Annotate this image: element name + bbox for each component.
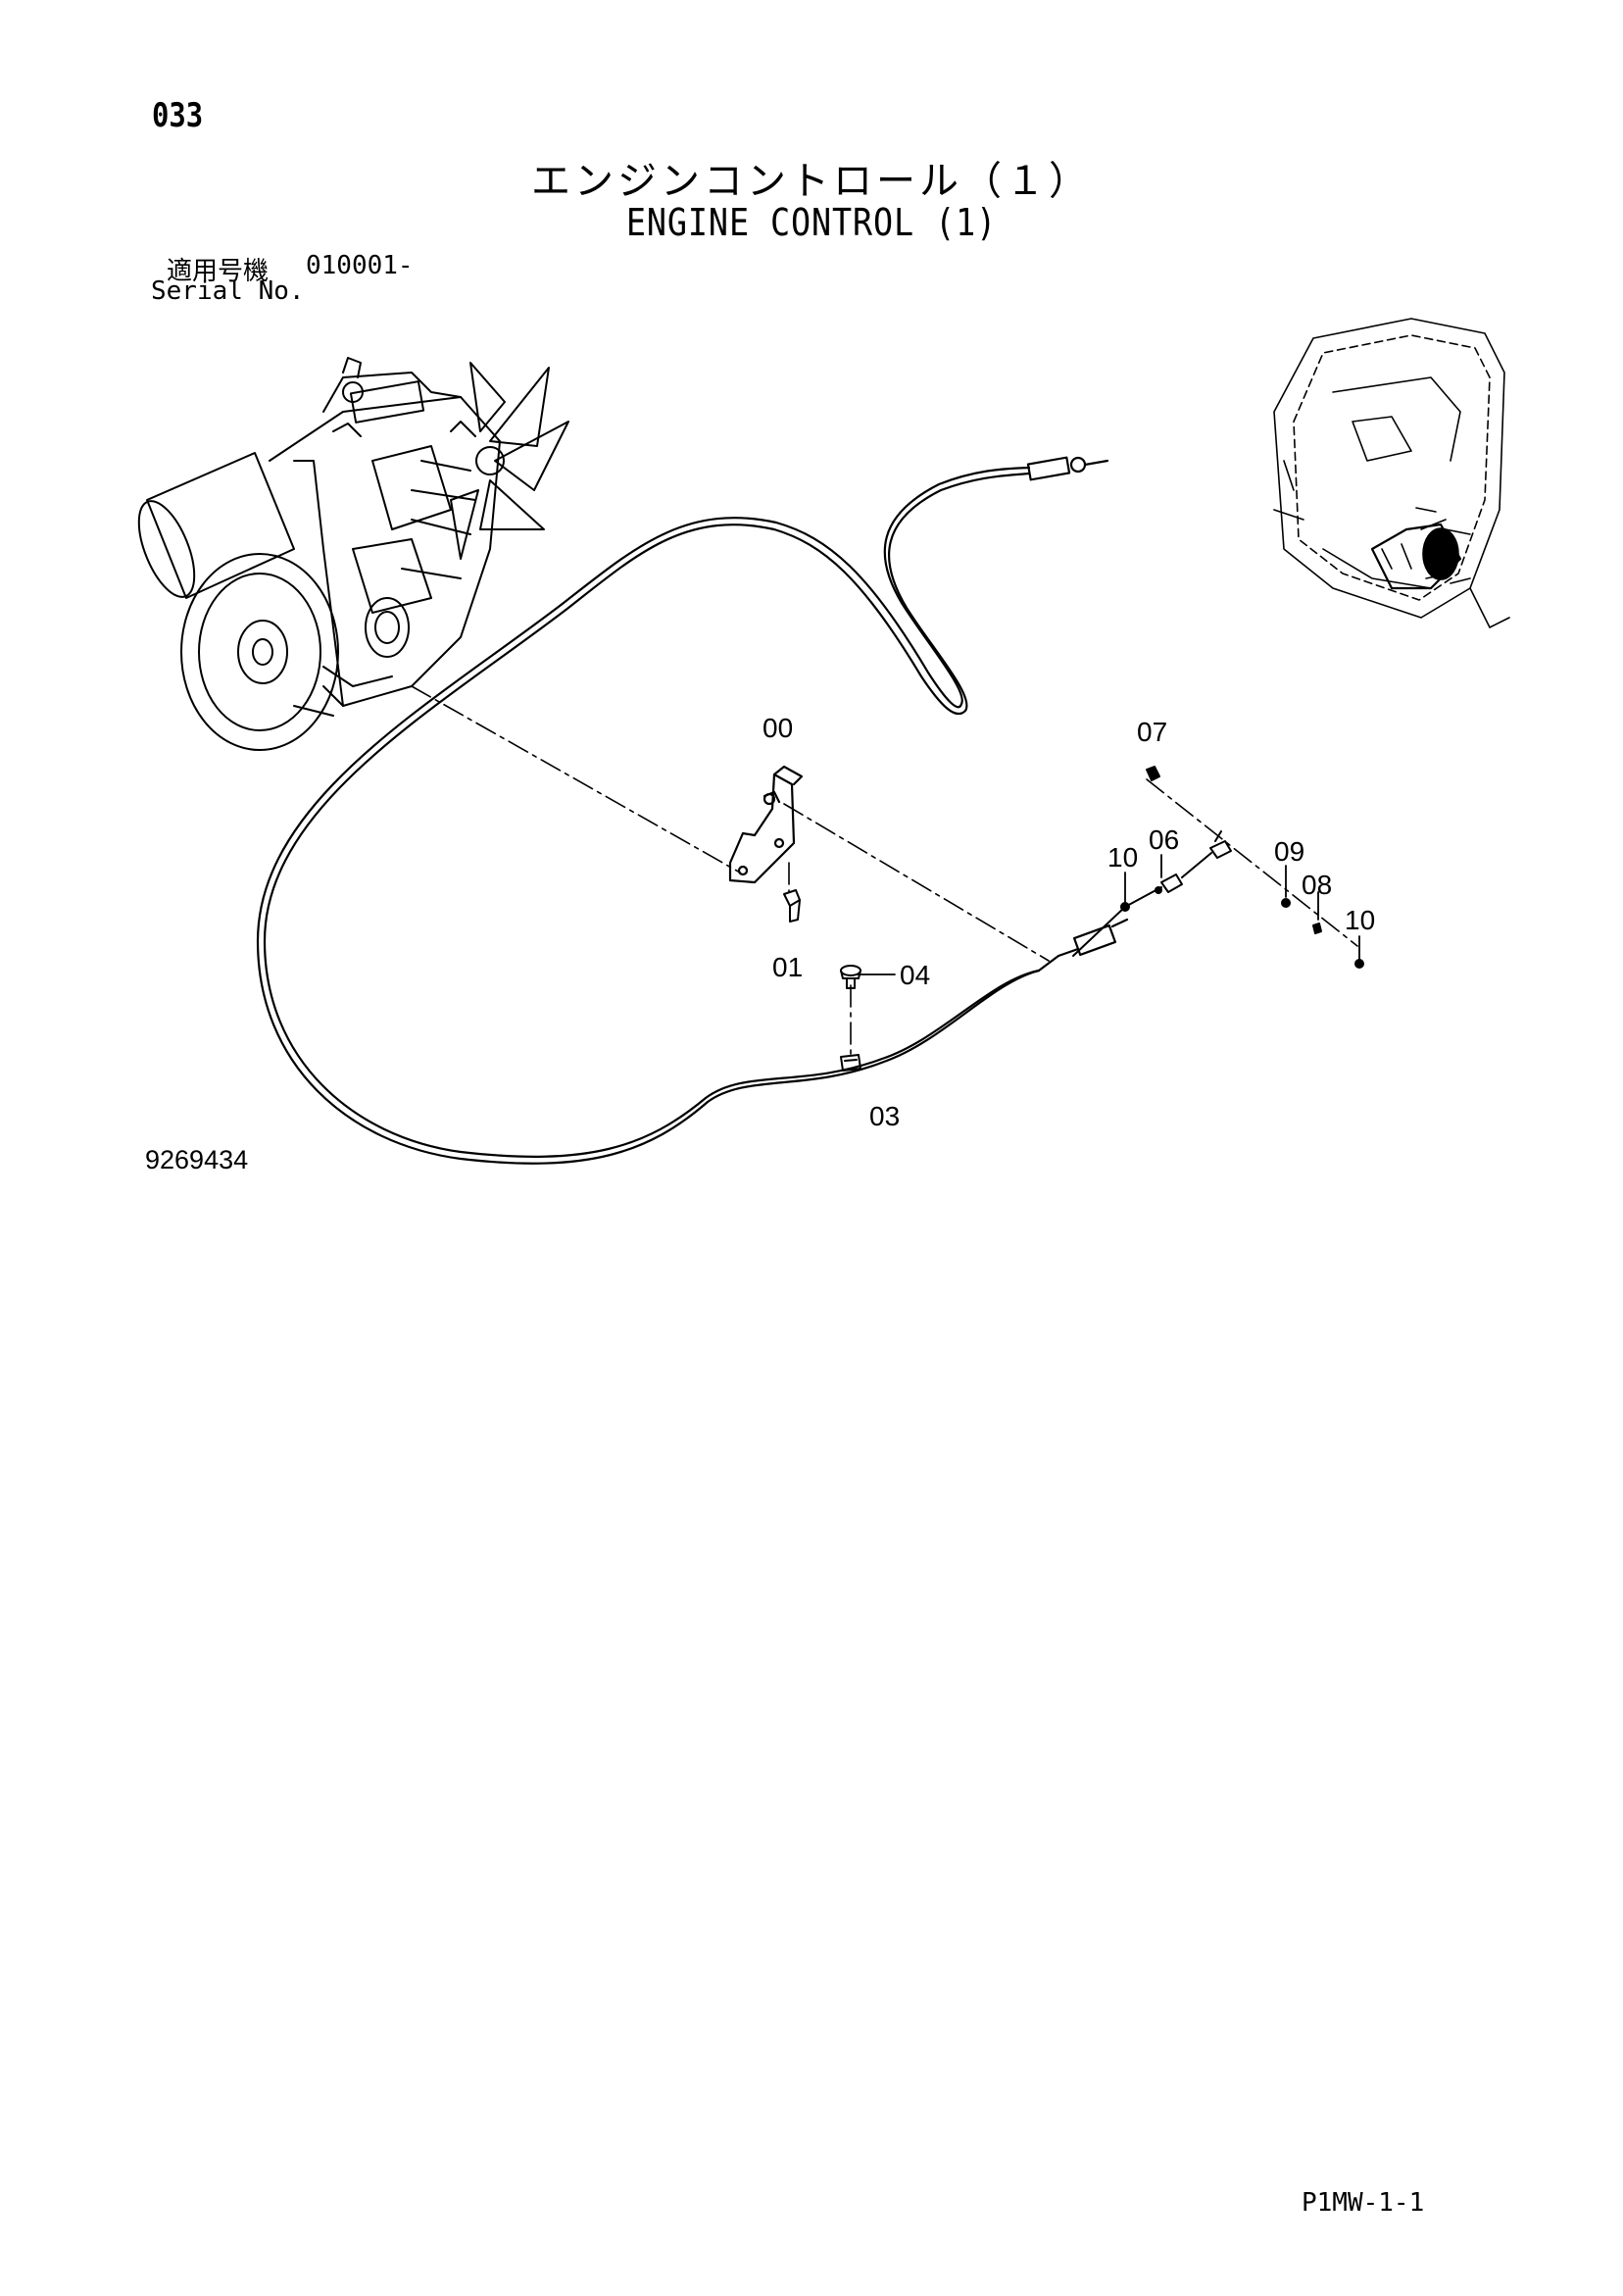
title-english: ENGINE CONTROL (1): [625, 201, 998, 244]
callout-08: 08: [1302, 870, 1332, 900]
linkage-hardware: [1072, 766, 1364, 969]
figure-number: 9269434: [145, 1145, 249, 1174]
callout-03: 03: [869, 1101, 900, 1131]
callout-09: 09: [1274, 836, 1304, 867]
cooling-fan-illustration: [450, 362, 569, 560]
callout-10-right: 10: [1345, 905, 1375, 935]
throttle-cable: [256, 456, 1129, 1165]
callout-06: 06: [1149, 824, 1179, 855]
excavator-location-inset: [1273, 318, 1510, 628]
sheet-code: P1MW-1-1: [1302, 2188, 1425, 2218]
clamp-part-03: [840, 1054, 861, 1072]
serial-label-japanese: 適用号機: [167, 257, 270, 286]
bolt-part-01: [783, 889, 801, 923]
serial-number-range: 010001-: [306, 251, 414, 280]
title-japanese: エンジンコントロール（１）: [531, 159, 1092, 204]
callout-00: 00: [762, 713, 793, 743]
callout-labels: 00 01 03 04 06 07 08 09 10 10: [762, 713, 1375, 1131]
callout-leaders: [857, 854, 1360, 975]
engine-illustration: [137, 357, 569, 751]
callout-04: 04: [900, 960, 930, 990]
serial-label-english: Serial No.: [151, 276, 305, 306]
callout-01: 01: [772, 952, 803, 982]
callout-07: 07: [1137, 717, 1167, 747]
assembly-leader-lines: [411, 685, 1358, 1055]
bracket-part-00: [728, 765, 804, 884]
page-number: 033: [152, 96, 204, 135]
callout-10-left: 10: [1107, 842, 1138, 873]
